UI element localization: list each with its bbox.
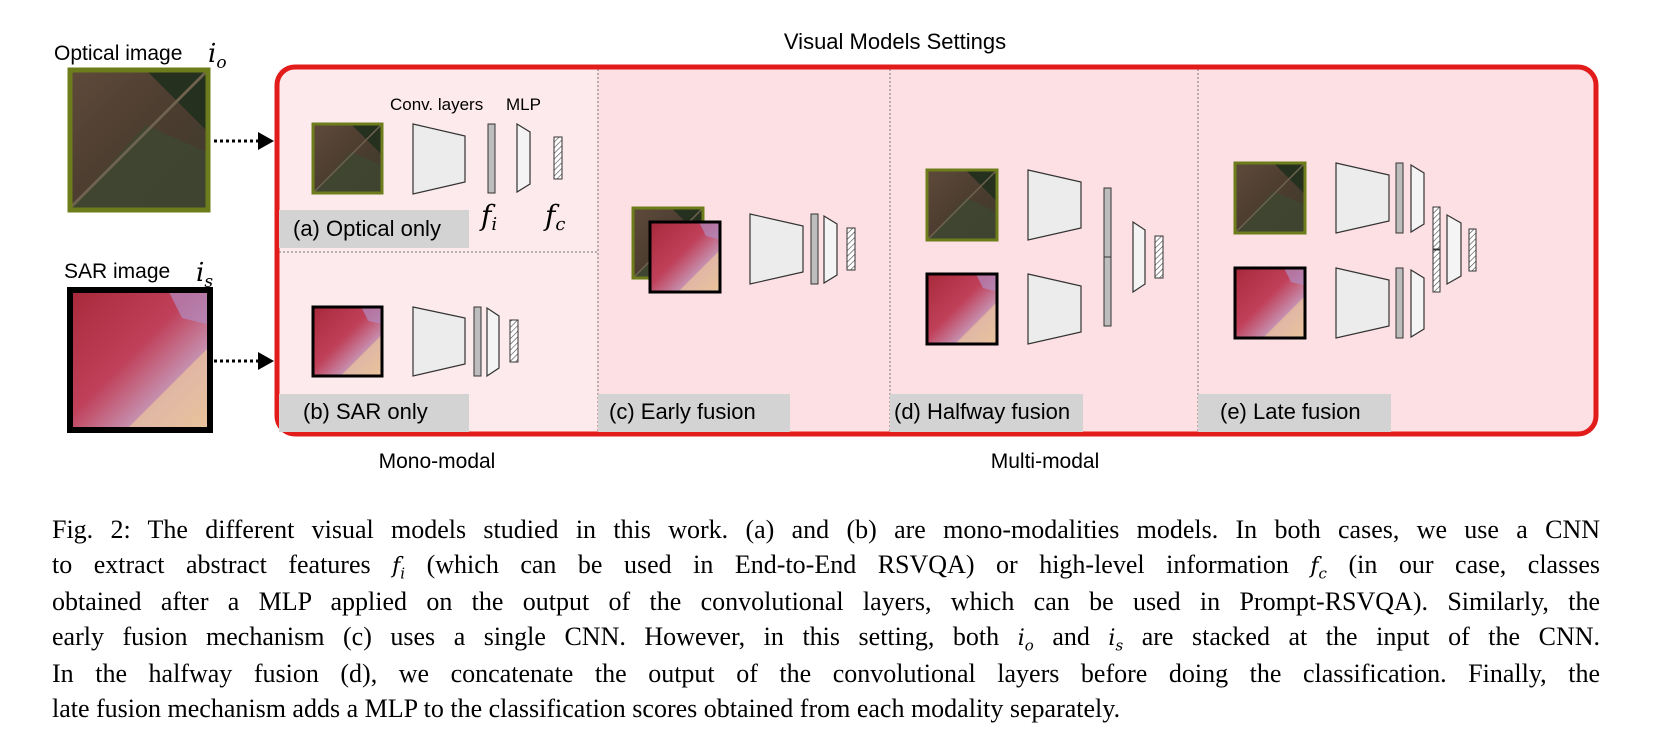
group-multi-modal: Multi-modal (991, 450, 1100, 473)
panel-c-label: (c) Early fusion (609, 399, 756, 424)
figure-caption: Fig. 2: The different visual models stud… (52, 512, 1600, 726)
caption-line-6: late fusion mechanism adds a MLP to the … (52, 694, 1121, 723)
panel-c-label-box (598, 394, 790, 432)
mlp-block (516, 122, 531, 194)
caption-line-3: obtained after a MLP applied on the outp… (52, 587, 1600, 616)
feature-vector (487, 123, 496, 194)
optical-image-symbol: io (208, 39, 227, 73)
panel-e-label-box (1198, 394, 1391, 432)
panel-d: (d) Halfway fusion (890, 168, 1164, 432)
optical-image-label: Optical image (54, 42, 182, 65)
panel-c: (c) Early fusion (598, 206, 856, 432)
panel-e: (e) Late fusion (1198, 161, 1477, 432)
arrow-sar (214, 352, 274, 370)
sar-image (70, 290, 210, 430)
settings-frame-fill (277, 67, 1596, 434)
symbol-fi: fi (392, 554, 406, 583)
settings-frame (274, 64, 1599, 437)
mlp-label: MLP (506, 95, 541, 114)
symbol-is: is (1108, 626, 1124, 655)
symbol-fc: fc (1310, 554, 1327, 583)
conv-block (412, 123, 466, 195)
panel-a-label-box (279, 210, 469, 248)
panel-a-label: (a) Optical only (293, 216, 441, 241)
group-mono-modal: Mono-modal (379, 450, 496, 473)
panel-b-label: (b) SAR only (303, 399, 428, 424)
sar-image-border (67, 287, 213, 433)
figure-diagram: Visual Models Settings Optical image io … (54, 29, 1599, 473)
optical-image-border (67, 67, 211, 213)
panel-e-label: (e) Late fusion (1220, 399, 1361, 424)
arrow-optical (214, 132, 274, 150)
panel-d-label-box (890, 394, 1083, 432)
caption-line-1: Fig. 2: The different visual models stud… (52, 515, 1600, 544)
conv-layers-label: Conv. layers (390, 95, 483, 114)
caption-line-2: to extract abstract features fi (which c… (52, 550, 1600, 583)
caption-line-5: In the halfway fusion (d), we concatenat… (52, 659, 1600, 688)
caption-line-4: early fusion mechanism (c) uses a single… (52, 622, 1601, 655)
sar-image-symbol: is (196, 258, 213, 292)
optical-image (68, 68, 210, 210)
class-vector (553, 136, 563, 180)
settings-title: Visual Models Settings (784, 29, 1006, 54)
panel-d-label: (d) Halfway fusion (894, 399, 1070, 424)
symbol-io: io (1017, 626, 1034, 655)
sar-image-label: SAR image (64, 260, 170, 283)
panel-b-label-box (279, 394, 469, 432)
panel-b: (b) SAR only (279, 305, 519, 432)
